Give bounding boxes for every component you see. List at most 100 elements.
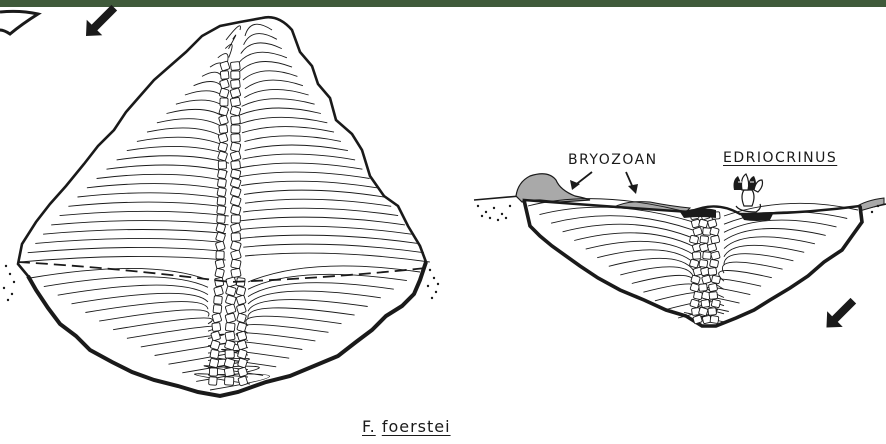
columella-cobble: [209, 368, 217, 376]
columella-cobble: [231, 215, 240, 223]
right-central-columella: [689, 211, 720, 324]
columella-cobble: [216, 223, 226, 233]
columella-cobble: [692, 252, 701, 260]
columella-cobble: [219, 88, 229, 98]
columella-cobble: [211, 331, 221, 341]
columella-cobble: [231, 268, 241, 278]
columella-cobble: [230, 80, 240, 89]
columella-cobble: [230, 62, 240, 71]
sediment-dot: [481, 215, 483, 217]
columella-cobble: [224, 367, 234, 377]
columella-cobble: [237, 313, 247, 323]
columella-cobble: [238, 367, 248, 377]
columella-cobble: [230, 97, 240, 107]
columella-cobble: [701, 299, 710, 307]
sediment-dot: [427, 285, 429, 287]
columella-cobble: [213, 305, 222, 314]
columella-cobble: [711, 275, 720, 284]
columella-cobble: [225, 313, 236, 323]
sediment-dot: [3, 287, 5, 289]
columella-cobble: [225, 323, 235, 332]
sediment-dot: [485, 211, 487, 213]
columella-cobble: [214, 296, 223, 305]
columella-cobble: [218, 133, 228, 143]
columella-cobble: [711, 299, 720, 308]
genus-abbreviation: F.: [362, 417, 376, 436]
bryozoan-pointer-arrow-1: [570, 172, 592, 190]
columella-cobble: [708, 283, 717, 291]
columella-cobble: [216, 232, 226, 242]
columella-cobble: [219, 115, 229, 125]
columella-cobble: [237, 358, 247, 368]
columella-cobble: [215, 268, 225, 278]
columella-cobble: [217, 187, 226, 196]
columella-cobble: [236, 295, 246, 305]
columella-cobble: [209, 358, 219, 368]
columella-cobble: [231, 161, 241, 170]
bryozoan-pointer-arrow-2: [626, 172, 638, 194]
columella-cobble: [231, 71, 240, 79]
columella-cobble: [212, 323, 221, 332]
columella-cobble: [711, 235, 720, 244]
columella-cobble: [710, 315, 719, 323]
sediment-dot: [429, 269, 431, 271]
columella-cobble: [218, 151, 228, 161]
columella-cobble: [689, 235, 698, 244]
sediment-dot: [509, 205, 511, 207]
species-name: foerstei: [382, 417, 451, 436]
columella-cobble: [703, 228, 711, 235]
columella-cobble: [231, 134, 240, 143]
columella-cobble: [231, 233, 240, 242]
columella-cobble: [225, 331, 235, 340]
columella-cobble: [238, 376, 248, 386]
corner-fragment: [0, 11, 38, 34]
columella-cobble: [230, 142, 241, 152]
columella-cobble: [693, 291, 702, 299]
sediment-dot: [501, 213, 503, 215]
columella-cobble: [700, 236, 709, 244]
columella-cobble: [231, 116, 241, 125]
arrow-up-left-icon: [819, 293, 861, 335]
columella-cobble: [219, 125, 228, 134]
columella-cobble: [217, 169, 227, 179]
columella-cobble: [237, 340, 247, 350]
arrow-up-left-icon: [78, 0, 122, 44]
columella-cobble: [236, 286, 246, 296]
label-bryozoan: BRYOZOAN: [568, 152, 658, 168]
sediment-dot: [435, 291, 437, 293]
sediment-dot: [489, 217, 491, 219]
columella-cobble: [231, 125, 240, 133]
sediment-dot: [505, 217, 507, 219]
sediment-dot: [437, 283, 439, 285]
columella-cobble: [711, 251, 721, 260]
columella-cobble: [215, 259, 225, 269]
columella-cobble: [231, 259, 241, 269]
columella-cobble: [216, 251, 224, 259]
columella-cobble: [708, 267, 717, 275]
sediment-dot: [497, 219, 499, 221]
columella-cobble: [220, 71, 229, 80]
columella-cobble: [217, 197, 226, 206]
sediment-dot: [871, 211, 873, 213]
columella-cobble: [219, 106, 229, 116]
columella-cobble: [217, 178, 226, 187]
columella-cobble: [209, 377, 218, 386]
columella-cobble: [217, 215, 226, 224]
sediment-dot: [9, 273, 11, 275]
columella-cobble: [709, 292, 718, 300]
left-fossil-drawing: [0, 0, 439, 396]
columella-cobble: [220, 98, 228, 106]
sediment-dot: [11, 293, 13, 295]
sediment-dot: [493, 207, 495, 209]
columella-cobble: [237, 349, 247, 359]
columella-cobble: [219, 79, 229, 89]
columella-cobble: [225, 350, 234, 358]
columella-cobble: [214, 286, 224, 296]
columella-cobble: [708, 308, 717, 316]
columella-cobble: [210, 340, 220, 350]
columella-cobble: [236, 304, 246, 314]
sediment-dot: [477, 205, 479, 207]
columella-cobble: [215, 241, 225, 251]
